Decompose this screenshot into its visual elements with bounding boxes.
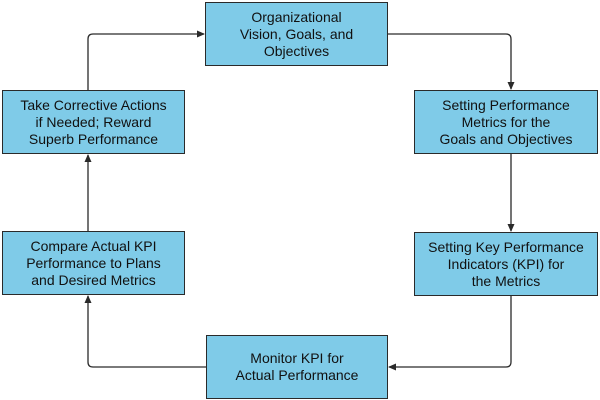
node-label: Monitor KPI for Actual Performance bbox=[235, 350, 359, 383]
arrow-kpi-to-monitor bbox=[388, 296, 512, 371]
node-label: Take Corrective Actions if Needed; Rewar… bbox=[20, 96, 167, 147]
node-label: Setting Key Performance Indicators (KPI)… bbox=[428, 238, 584, 289]
node-monitor-kpi: Monitor KPI for Actual Performance bbox=[206, 335, 388, 399]
node-label: Compare Actual KPI Performance to Plans … bbox=[26, 237, 161, 288]
node-compare-actual-kpi: Compare Actual KPI Performance to Plans … bbox=[2, 231, 185, 295]
node-take-corrective-actions: Take Corrective Actions if Needed; Rewar… bbox=[2, 90, 185, 154]
node-setting-performance-metrics: Setting Performance Metrics for the Goal… bbox=[414, 90, 598, 154]
node-label: Organizational Vision, Goals, and Object… bbox=[239, 8, 354, 59]
node-label: Setting Performance Metrics for the Goal… bbox=[439, 96, 573, 147]
arrow-monitor-to-compare bbox=[84, 295, 206, 368]
arrow-vision-to-metrics bbox=[388, 33, 515, 90]
node-organizational-vision: Organizational Vision, Goals, and Object… bbox=[205, 2, 388, 66]
node-setting-kpi: Setting Key Performance Indicators (KPI)… bbox=[414, 232, 598, 296]
arrow-corrective-to-vision bbox=[87, 30, 205, 90]
